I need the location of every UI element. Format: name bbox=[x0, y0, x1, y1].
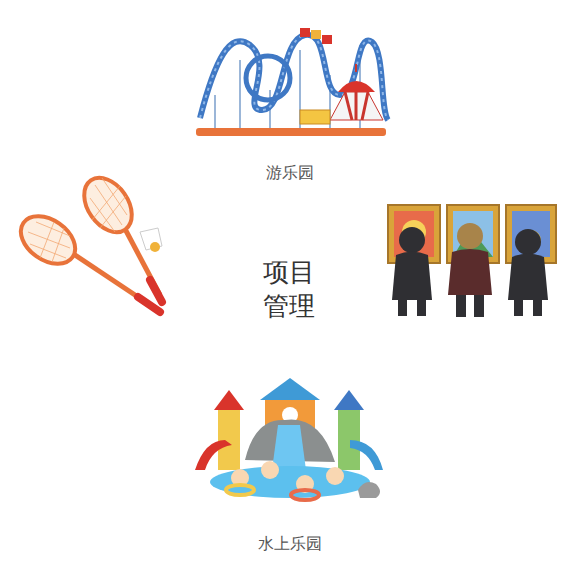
center-title: 项目 管理 bbox=[260, 256, 320, 324]
badminton-rackets-icon bbox=[12, 169, 162, 312]
sector-label: 游乐园 bbox=[266, 163, 314, 184]
circle-shape bbox=[202, 202, 378, 378]
water-park-icon bbox=[195, 378, 383, 500]
sector-label: 羽毛球 bbox=[91, 358, 139, 379]
center-circle: 项目 管理 bbox=[202, 202, 378, 378]
roller-coaster-icon bbox=[196, 28, 388, 136]
art-exhibition-icon bbox=[388, 205, 556, 317]
sector-label: 水上乐园 bbox=[258, 534, 322, 555]
sector-label: 画展 bbox=[452, 358, 484, 379]
